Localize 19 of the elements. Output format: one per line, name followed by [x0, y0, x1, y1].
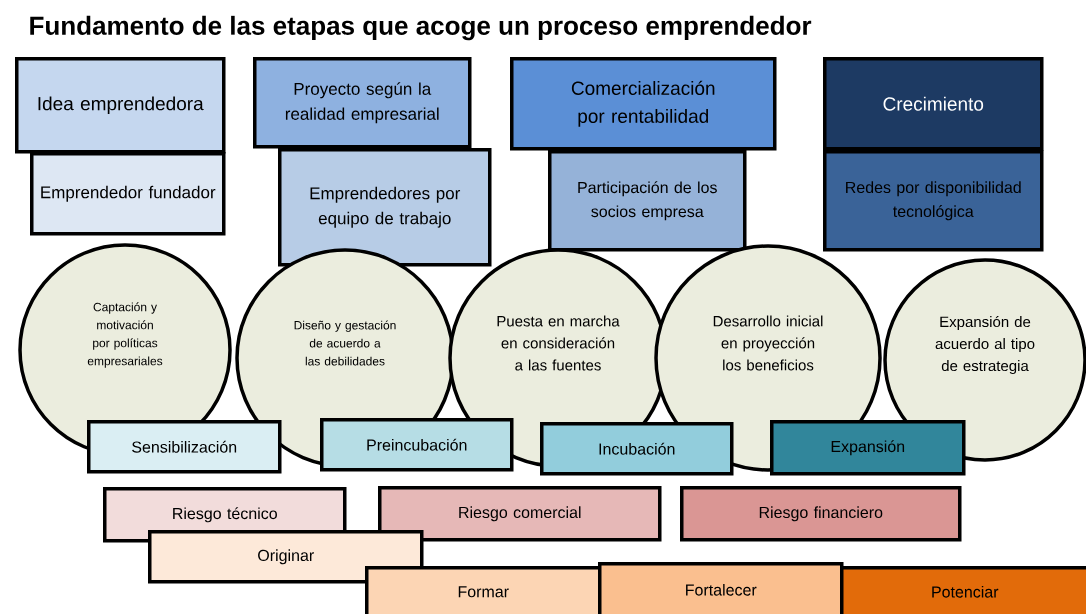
heading-box: Idea emprendedora: [15, 57, 226, 154]
action-box: Formar: [365, 566, 602, 614]
heading-box: Crecimiento: [823, 57, 1044, 151]
stage-box: Preincubación: [320, 418, 514, 472]
stage-box: Incubación: [540, 422, 734, 476]
action-box: Fortalecer: [598, 562, 844, 614]
subheading-box: Participación de los socios empresa: [548, 150, 747, 252]
risk-box: Riesgo financiero: [680, 486, 962, 542]
stage-box: Expansión: [770, 420, 966, 476]
subheading-box: Emprendedores por equipo de trabajo: [278, 148, 492, 267]
subheading-box: Redes por disponibilidad tecnológica: [823, 150, 1044, 252]
risk-box: Riesgo comercial: [378, 486, 662, 542]
title: Fundamento de las etapas que acoge un proceso emprendedor: [30, 15, 812, 41]
subheading-box: Emprendedor fundador: [30, 152, 226, 236]
action-box: Potenciar: [840, 566, 1086, 614]
heading-box: Proyecto según la realidad empresarial: [253, 57, 472, 149]
action-box: Originar: [148, 530, 424, 584]
stage-box: Sensibilización: [87, 420, 282, 474]
heading-box: Comercialización por rentabilidad: [510, 57, 777, 151]
